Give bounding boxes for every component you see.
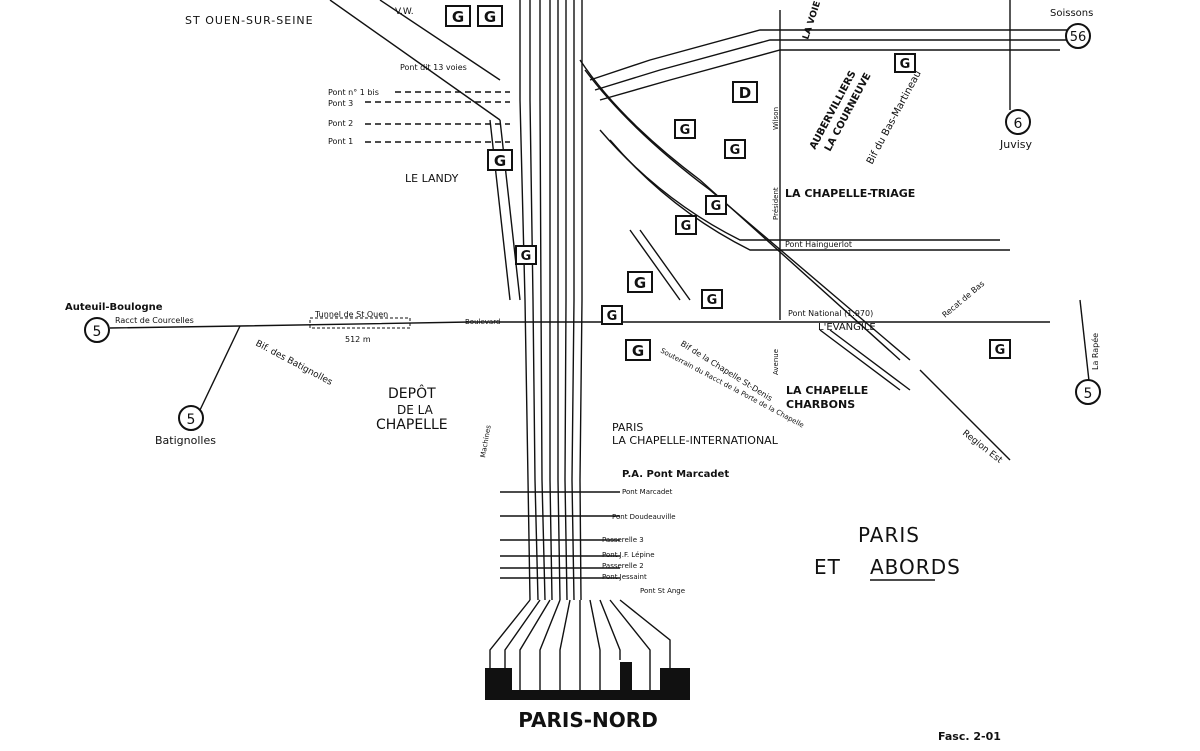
- label-pont-1bis: Pont n° 1 bis: [328, 88, 379, 97]
- svg-text:5: 5: [187, 412, 196, 428]
- track-network: [109, 0, 1091, 690]
- yard-g-marker: G: [894, 53, 916, 73]
- route-circle-juvisy: 6: [1005, 109, 1031, 135]
- station-paris-nord: [485, 662, 690, 700]
- fascicle-label: Fasc. 2-01: [938, 730, 1001, 743]
- yard-g-marker: G: [724, 139, 746, 159]
- svg-text:G: G: [484, 8, 496, 26]
- svg-text:G: G: [494, 152, 506, 170]
- title-line-1: PARIS: [858, 523, 920, 547]
- label-pont-st-ange: Pont St Ange: [640, 587, 685, 595]
- yard-g-marker: G: [675, 215, 697, 235]
- label-st-ouen: ST OUEN-SUR-SEINE: [185, 14, 314, 27]
- label-depot-3: CHAPELLE: [376, 417, 448, 433]
- label-batignolles: Batignolles: [155, 434, 216, 447]
- svg-text:G: G: [452, 8, 464, 26]
- yard-markers: G G G D G G G G G G G G G G G: [445, 5, 1011, 361]
- route-circle-soissons: 56: [1065, 23, 1091, 49]
- svg-text:5: 5: [93, 324, 102, 340]
- label-wilson: Wilson: [772, 107, 780, 130]
- yard-g-marker: G: [674, 119, 696, 139]
- svg-text:D: D: [739, 84, 751, 102]
- yard-g-marker: G: [701, 289, 723, 309]
- label-president: Président: [772, 187, 780, 220]
- label-tunnel-st-ouen: Tunnel de St Ouen: [314, 310, 388, 319]
- label-pont-2: Pont 2: [328, 119, 353, 128]
- label-bif-bas-martineau: Bif du Bas-Martineau: [865, 69, 924, 166]
- label-machines: Machines: [479, 424, 493, 458]
- label-pont-national: Pont National (1.970): [788, 309, 873, 318]
- label-depot-2: DE LA: [397, 403, 434, 417]
- label-chapelle-triage: LA CHAPELLE-TRIAGE: [785, 187, 915, 200]
- label-depot-1: DEPÔT: [388, 384, 436, 402]
- label-la-voie: LA VOIE: [801, 0, 823, 41]
- label-pont-1: Pont 1: [328, 137, 353, 146]
- terminus-label: PARIS-NORD: [518, 708, 658, 732]
- tunnel-st-ouen: [309, 317, 411, 329]
- label-evangile: L'EVANGILE: [818, 322, 876, 333]
- label-racet-courcelles: Racct de Courcelles: [115, 316, 194, 325]
- label-tunnel-length: 512 m: [345, 335, 371, 344]
- label-pa-pont-marcadet: P.A. Pont Marcadet: [622, 469, 729, 480]
- label-bif-batignolles: Bif. des Batignolles: [254, 339, 335, 388]
- title-line-2-main: ABORDS: [870, 555, 961, 579]
- depot-d-marker: D: [732, 81, 758, 103]
- map-title: PARIS ET ABORDS: [814, 523, 961, 581]
- label-pont-marcadet: Pont Marcadet: [622, 488, 673, 496]
- yard-g-marker: G: [601, 305, 623, 325]
- svg-text:G: G: [634, 274, 646, 292]
- svg-text:G: G: [680, 123, 691, 138]
- label-paris-intl-1: PARIS: [612, 421, 643, 434]
- yard-g-marker: G: [627, 271, 653, 293]
- svg-text:G: G: [681, 219, 692, 234]
- title-line-2-prefix: ET: [814, 555, 841, 579]
- svg-text:G: G: [900, 57, 911, 72]
- label-vw: V.W.: [395, 7, 414, 17]
- label-chapelle-charbons-1: LA CHAPELLE: [786, 384, 868, 397]
- svg-text:56: 56: [1070, 30, 1087, 45]
- label-recat-bas: Recat de Bas: [941, 279, 987, 319]
- svg-text:G: G: [632, 342, 644, 360]
- label-paris-intl-2: LA CHAPELLE-INTERNATIONAL: [612, 434, 779, 447]
- yard-g-marker: G: [989, 339, 1011, 359]
- label-pont-3: Pont 3: [328, 99, 353, 108]
- label-boulevard: Boulevard: [465, 318, 500, 326]
- route-circle-auteuil: 5: [84, 317, 110, 343]
- svg-text:5: 5: [1084, 386, 1093, 402]
- label-pont-hainguerlot: Pont Hainguerlot: [785, 240, 852, 249]
- label-le-landy: LE LANDY: [405, 172, 459, 185]
- label-passerelle-3: Passerelle 3: [602, 536, 644, 544]
- label-auteuil-boulogne: Auteuil-Boulogne: [65, 302, 163, 313]
- label-souterrain: Souterrain du Racct de la Porte de la Ch…: [659, 347, 805, 430]
- yard-g-marker: G: [445, 5, 471, 27]
- route-circle-rapee: 5: [1075, 379, 1101, 405]
- svg-text:G: G: [730, 143, 741, 158]
- route-circles: 5 5 56 6 5: [84, 23, 1101, 431]
- yard-g-marker: G: [487, 149, 513, 171]
- svg-text:G: G: [707, 293, 718, 308]
- label-passerelle-2: Passerelle 2: [602, 562, 644, 570]
- yard-g-marker: G: [625, 339, 651, 361]
- label-pont-jessaint: Pont Jessaint: [602, 573, 647, 581]
- svg-text:G: G: [711, 199, 722, 214]
- label-juvisy: Juvisy: [999, 138, 1033, 151]
- yard-g-marker: G: [477, 5, 503, 27]
- label-soissons: Soissons: [1050, 8, 1093, 19]
- label-pont-13: Pont dit 13 voies: [400, 63, 467, 72]
- svg-text:G: G: [521, 249, 532, 264]
- label-la-rapee: La Rapée: [1090, 333, 1100, 370]
- label-chapelle-charbons-2: CHARBONS: [786, 398, 855, 411]
- yard-g-marker: G: [515, 245, 537, 265]
- label-avenue: Avenue: [772, 349, 780, 375]
- svg-text:G: G: [607, 309, 618, 324]
- svg-text:G: G: [995, 343, 1006, 358]
- svg-text:6: 6: [1014, 116, 1023, 132]
- label-pont-doudeauville: Pont Doudeauville: [612, 513, 676, 521]
- yard-g-marker: G: [705, 195, 727, 215]
- label-pont-lepine: Pont J.F. Lépine: [602, 551, 655, 559]
- route-circle-batignolles: 5: [178, 405, 204, 431]
